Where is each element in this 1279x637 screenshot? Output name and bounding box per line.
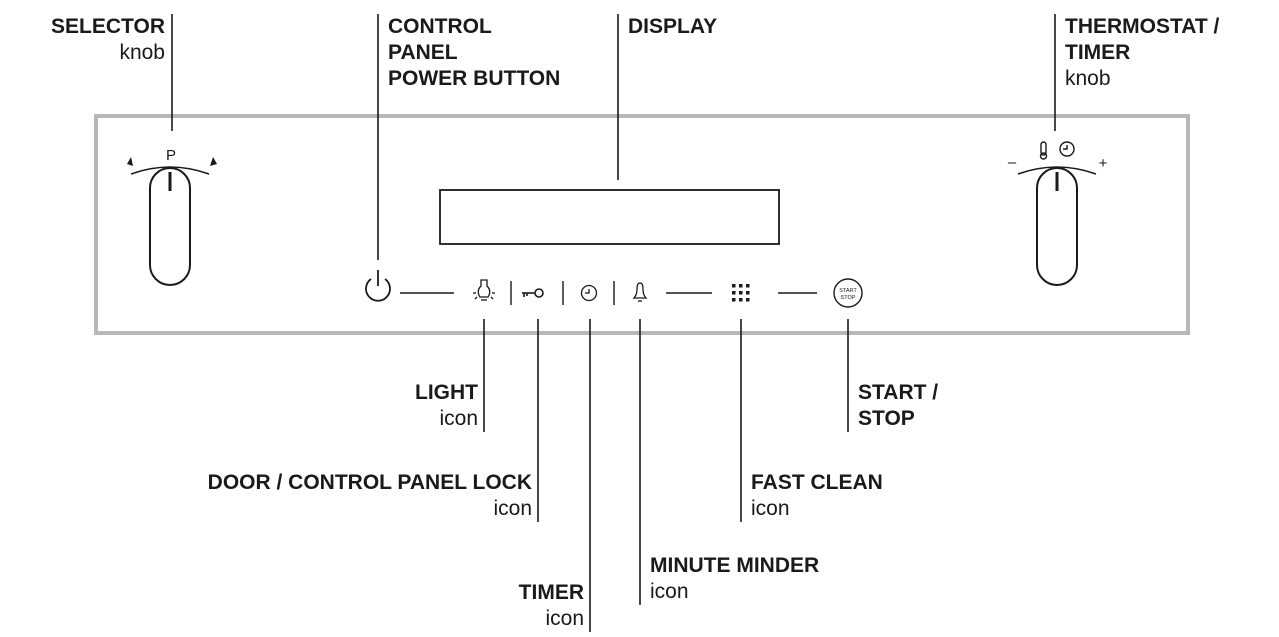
selector-label-sub: knob — [119, 41, 165, 64]
selector-label-title: SELECTOR — [51, 15, 165, 38]
fast-clean-icon[interactable] — [732, 284, 750, 302]
display-label: DISPLAY — [628, 14, 717, 40]
timer-icon[interactable] — [580, 284, 598, 302]
selector-knob[interactable]: P — [127, 147, 217, 286]
fastclean-label-title: FAST CLEAN — [751, 471, 883, 494]
control-panel-frame — [94, 114, 1190, 335]
start-stop-button[interactable]: START STOP — [833, 278, 863, 308]
startstop-label-line2: STOP — [858, 407, 915, 430]
start-stop-line2: STOP — [841, 295, 856, 301]
light-icon[interactable] — [473, 279, 495, 301]
power-label-line1: CONTROL — [388, 15, 492, 38]
power-button-label: CONTROL PANEL POWER BUTTON — [388, 14, 560, 92]
lock-label-sub: icon — [493, 497, 532, 520]
fastclean-label-sub: icon — [751, 497, 790, 520]
clock-icon — [1059, 141, 1075, 157]
leader-lines — [171, 14, 1056, 632]
selector-mark: P — [166, 147, 176, 164]
start-stop-line1: START — [839, 288, 857, 294]
startstop-label-line1: START / — [858, 381, 939, 404]
thermostat-label-sub: knob — [1065, 67, 1111, 90]
thermostat-timer-knob[interactable]: – + — [1008, 141, 1108, 286]
start-stop-label: START / STOP — [858, 380, 938, 432]
display-label-title: DISPLAY — [628, 15, 718, 38]
thermometer-icon — [1039, 141, 1048, 160]
minute-label-title: MINUTE MINDER — [650, 554, 820, 577]
timer-label: TIMER icon — [519, 580, 584, 632]
key-lock-icon[interactable] — [522, 288, 544, 298]
selector-label: SELECTOR knob — [51, 14, 165, 66]
display-window — [439, 189, 780, 245]
separators — [400, 281, 817, 305]
lock-label: DOOR / CONTROL PANEL LOCK icon — [208, 470, 532, 522]
power-button[interactable] — [365, 270, 391, 302]
bell-icon[interactable] — [632, 282, 648, 302]
fast-clean-label: FAST CLEAN icon — [751, 470, 883, 522]
light-label-title: LIGHT — [415, 381, 478, 404]
minute-minder-label: MINUTE MINDER icon — [650, 553, 819, 605]
timer-label-sub: icon — [545, 607, 584, 630]
power-label-line3: POWER BUTTON — [388, 67, 561, 90]
thermostat-label: THERMOSTAT / TIMER knob — [1065, 14, 1219, 92]
minute-label-sub: icon — [650, 580, 689, 603]
light-label: LIGHT icon — [415, 380, 478, 432]
light-label-sub: icon — [439, 407, 478, 430]
power-label-line2: PANEL — [388, 41, 458, 64]
thermostat-plus: + — [1099, 155, 1108, 172]
thermostat-minus: – — [1008, 154, 1017, 171]
thermostat-label-line1: THERMOSTAT / — [1065, 15, 1220, 38]
lock-label-title: DOOR / CONTROL PANEL LOCK — [207, 471, 532, 494]
timer-label-title: TIMER — [518, 581, 584, 604]
thermostat-label-line2: TIMER — [1065, 41, 1131, 64]
